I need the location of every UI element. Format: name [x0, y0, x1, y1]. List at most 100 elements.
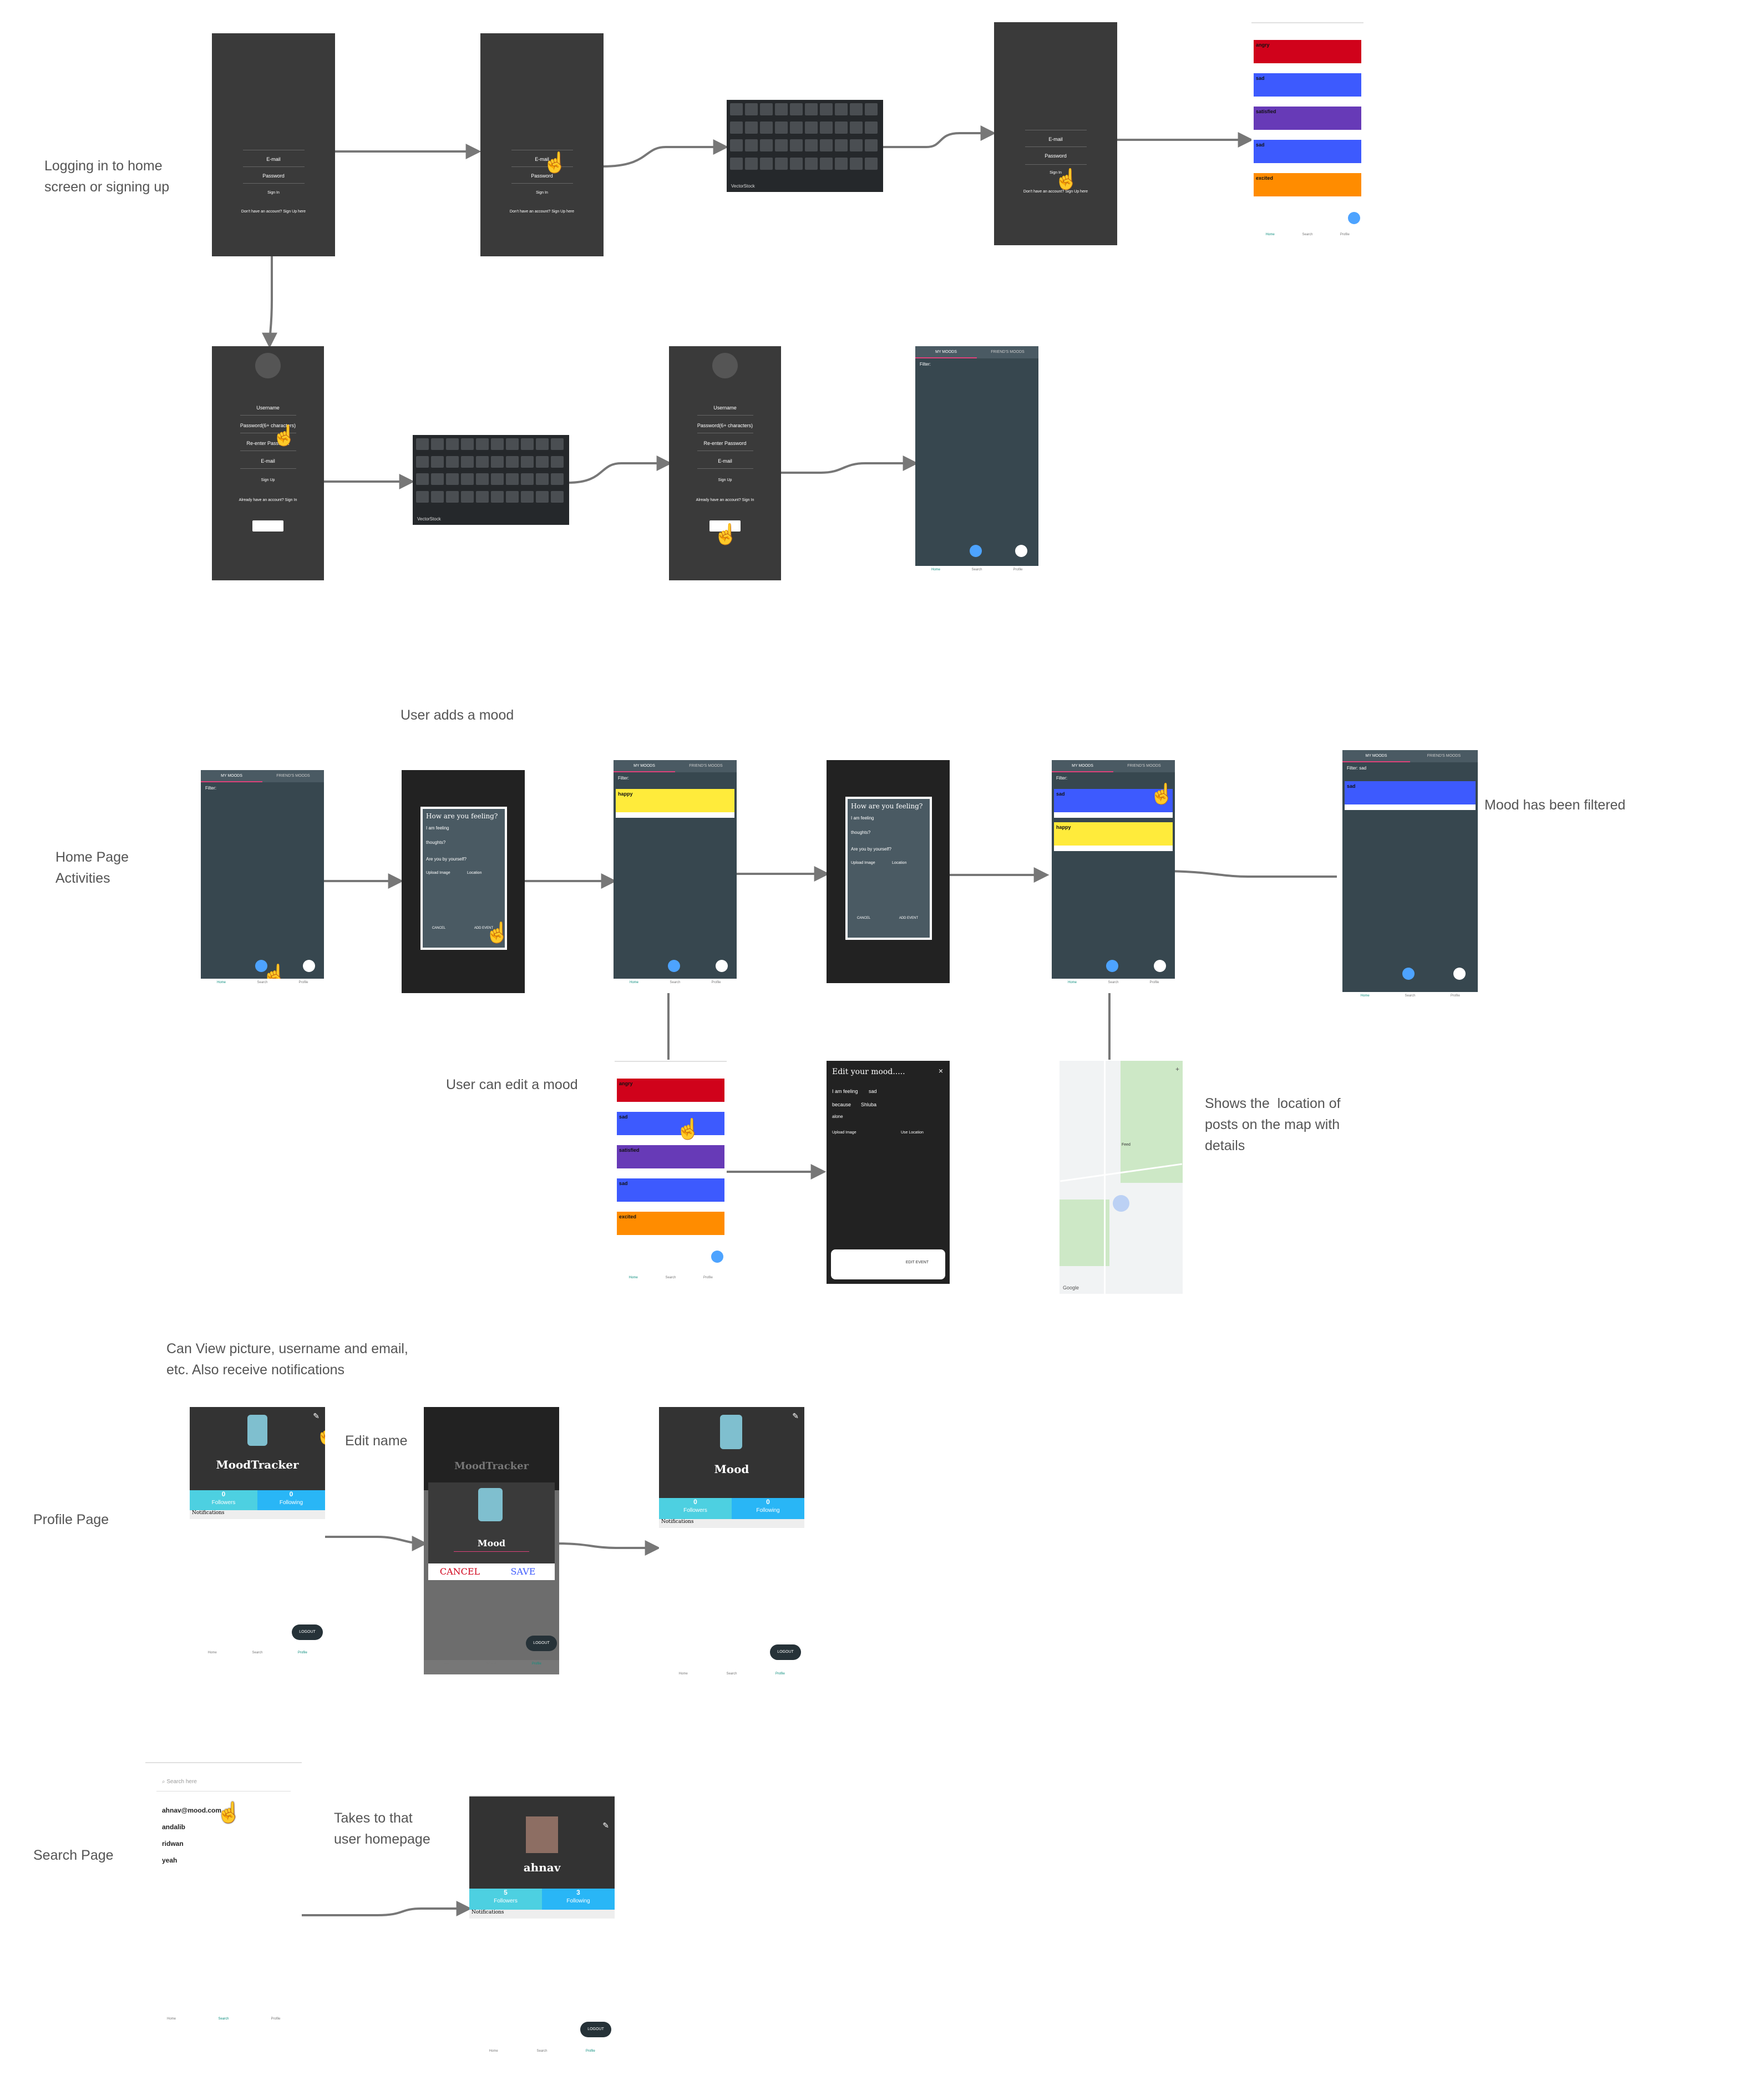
- keyboard-key[interactable]: [551, 490, 564, 503]
- keyboard-key[interactable]: [775, 157, 788, 170]
- keyboard-key[interactable]: [775, 103, 788, 116]
- keyboard-key[interactable]: [745, 157, 758, 170]
- map-view[interactable]: Feed Google +: [1060, 1061, 1183, 1294]
- map-button[interactable]: [716, 960, 728, 972]
- add-mood-button[interactable]: [970, 545, 982, 557]
- add-mood-button[interactable]: [711, 1251, 723, 1263]
- keyboard-key[interactable]: [745, 139, 758, 152]
- nav-profile[interactable]: Profile: [1450, 994, 1460, 998]
- sign-up-link[interactable]: Don't have an account? Sign Up here: [1023, 190, 1088, 194]
- nav-search[interactable]: Search: [486, 1662, 497, 1666]
- keyboard-key[interactable]: [850, 157, 863, 170]
- username-field[interactable]: Username: [713, 405, 737, 411]
- keyboard-key[interactable]: [476, 456, 489, 468]
- filter-field[interactable]: Filter:: [618, 776, 629, 781]
- nav-profile[interactable]: Profile: [271, 2017, 281, 2021]
- google-sign-in-button[interactable]: [252, 520, 283, 532]
- keyboard-key[interactable]: [461, 456, 474, 468]
- mood-card-angry[interactable]: angry: [617, 1079, 724, 1107]
- upload-image-button[interactable]: Upload Image: [832, 1131, 856, 1135]
- add-event-button[interactable]: ADD EVENT: [899, 917, 919, 920]
- keyboard-key[interactable]: [476, 438, 489, 451]
- filter-field[interactable]: Filter: sad: [1347, 766, 1367, 771]
- sign-up-button[interactable]: Sign Up: [718, 478, 732, 482]
- tab-my-moods[interactable]: MY MOODS: [614, 760, 675, 772]
- keyboard-key[interactable]: [551, 473, 564, 485]
- reenter-password-field[interactable]: Re-enter Password: [246, 441, 290, 446]
- close-icon[interactable]: ×: [938, 1066, 943, 1075]
- alone-field[interactable]: Are you by yourself?: [851, 847, 891, 852]
- keyboard-key[interactable]: [790, 103, 803, 116]
- nav-profile[interactable]: Profile: [585, 2049, 595, 2053]
- tab-friends-moods[interactable]: FRIEND'S MOODS: [1127, 764, 1161, 768]
- keyboard-key[interactable]: [521, 438, 534, 451]
- keyboard-key[interactable]: [491, 490, 504, 503]
- keyboard-key[interactable]: [850, 103, 863, 116]
- nav-profile[interactable]: Profile: [711, 981, 721, 984]
- search-input[interactable]: ⌕ Search here: [162, 1779, 197, 1785]
- keyboard-key[interactable]: [491, 456, 504, 468]
- filter-field[interactable]: Filter:: [1056, 776, 1067, 781]
- nav-search[interactable]: Search: [257, 981, 268, 984]
- sign-up-link[interactable]: Don't have an account? Sign Up here: [509, 210, 575, 214]
- edit-pencil-icon[interactable]: ✎: [792, 1411, 799, 1420]
- cancel-button[interactable]: CANCEL: [432, 927, 446, 930]
- sign-in-link[interactable]: Already have an account? Sign In: [696, 498, 754, 502]
- nav-home[interactable]: Home: [678, 1672, 688, 1676]
- map-button[interactable]: [1453, 968, 1466, 980]
- tab-my-moods[interactable]: MY MOODS: [1342, 750, 1410, 762]
- map-button[interactable]: [303, 960, 315, 972]
- keyboard-key[interactable]: [805, 103, 818, 116]
- nav-home[interactable]: Home: [207, 1651, 217, 1654]
- keyboard-key[interactable]: [521, 490, 534, 503]
- keyboard-key[interactable]: [790, 121, 803, 134]
- keyboard-key[interactable]: [416, 438, 429, 451]
- keyboard-key[interactable]: [850, 139, 863, 152]
- password-field[interactable]: Password(6+ characters): [697, 423, 753, 428]
- feeling-value[interactable]: sad: [869, 1089, 877, 1094]
- nav-search[interactable]: Search: [1108, 981, 1119, 984]
- filter-field[interactable]: Filter:: [205, 786, 216, 791]
- sign-up-link[interactable]: Don't have an account? Sign Up here: [241, 210, 306, 214]
- tab-friends-moods[interactable]: FRIEND'S MOODS: [689, 764, 723, 768]
- mood-card-happy[interactable]: happy: [1054, 822, 1173, 851]
- email-field[interactable]: E-mail: [261, 458, 275, 464]
- upload-image-button[interactable]: Upload Image: [851, 861, 875, 865]
- nav-search[interactable]: Search: [1302, 233, 1313, 236]
- add-mood-button[interactable]: [1106, 960, 1118, 972]
- keyboard-key[interactable]: [416, 456, 429, 468]
- nav-profile[interactable]: Profile: [775, 1672, 785, 1676]
- nav-profile[interactable]: Profile: [703, 1276, 713, 1279]
- sign-in-button[interactable]: Sign In: [1050, 171, 1062, 175]
- nav-home[interactable]: Home: [442, 1662, 451, 1666]
- mood-card-sad[interactable]: sad: [617, 1178, 724, 1207]
- search-result-item[interactable]: yeah: [162, 1856, 178, 1864]
- nav-search[interactable]: Search: [536, 2049, 548, 2053]
- keyboard-key[interactable]: [730, 121, 743, 134]
- keyboard-key[interactable]: [865, 139, 878, 152]
- google-sign-in-button[interactable]: [709, 520, 741, 532]
- nav-search[interactable]: Search: [218, 2017, 229, 2021]
- keyboard-key[interactable]: [446, 473, 459, 485]
- thoughts-field[interactable]: thoughts?: [851, 830, 871, 835]
- filter-field[interactable]: Filter:: [920, 362, 931, 367]
- because-value[interactable]: Shluba: [861, 1102, 877, 1107]
- edit-pencil-icon[interactable]: ✎: [602, 1821, 609, 1830]
- nav-home[interactable]: Home: [1265, 233, 1275, 236]
- keyboard-key[interactable]: [431, 456, 444, 468]
- mood-card-sad[interactable]: sad: [1254, 73, 1361, 102]
- keyboard-key[interactable]: [461, 473, 474, 485]
- username-field[interactable]: Username: [256, 405, 280, 411]
- keyboard-key[interactable]: [416, 473, 429, 485]
- tab-my-moods[interactable]: MY MOODS: [201, 770, 262, 782]
- keyboard-key[interactable]: [730, 157, 743, 170]
- mood-card-excited[interactable]: excited: [617, 1212, 724, 1241]
- thoughts-field[interactable]: thoughts?: [426, 840, 446, 845]
- add-event-button[interactable]: ADD EVENT: [474, 927, 494, 930]
- keyboard-key[interactable]: [536, 456, 549, 468]
- reenter-password-field[interactable]: Re-enter Password: [703, 441, 747, 446]
